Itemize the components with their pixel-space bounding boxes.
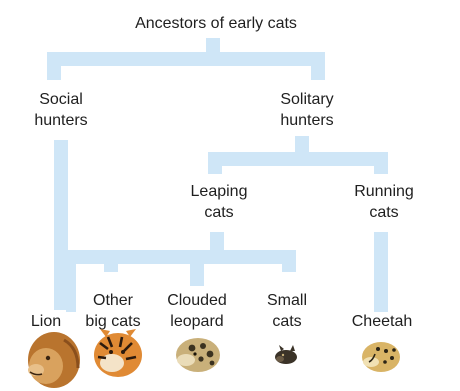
tiger-head-icon — [94, 329, 142, 377]
cheetah-head-icon — [362, 342, 400, 372]
small-cat-head-icon — [275, 345, 297, 364]
species-clouded-leopard: Clouded leopard — [167, 290, 227, 332]
branch-social-stem — [47, 52, 61, 80]
branch-solitary-lower-stem — [295, 136, 309, 152]
lion-head-icon — [28, 332, 80, 388]
group-solitary-line-2: hunters — [280, 110, 333, 131]
group-leaping-line-1: Leaping — [191, 181, 248, 202]
branch-leaping-lower-stem — [210, 232, 224, 250]
branch-small-cats-stem — [282, 250, 296, 272]
branch-solitary-bar — [208, 152, 388, 166]
group-social-line-2: hunters — [34, 110, 87, 131]
group-running-line-2: cats — [354, 202, 414, 223]
group-leaping-cats: Leaping cats — [191, 181, 248, 223]
group-solitary-hunters: Solitary hunters — [280, 89, 333, 131]
species-other-big-cats: Other big cats — [85, 290, 140, 332]
species-clouded-leopard-line-2: leopard — [167, 311, 227, 332]
branch-lion-line — [54, 140, 68, 310]
group-social-hunters: Social hunters — [34, 89, 87, 131]
branch-root-bar — [47, 52, 325, 66]
species-lion: Lion — [31, 290, 61, 332]
species-other-big-cats-line-1: Other — [85, 290, 140, 311]
diagram-title: Ancestors of early cats — [135, 13, 297, 34]
clouded-leopard-head-icon — [176, 338, 220, 372]
species-other-big-cats-line-2: big cats — [85, 311, 140, 332]
species-small-cats: Small cats — [267, 290, 307, 332]
species-small-cats-line-2: cats — [267, 311, 307, 332]
group-leaping-line-2: cats — [191, 202, 248, 223]
branch-big-cats-line — [66, 250, 76, 312]
branch-root-stem — [206, 38, 220, 52]
species-lion-line-1 — [31, 290, 61, 311]
branch-leaping-stem — [208, 152, 222, 174]
branch-other-big-cats-stem — [104, 250, 118, 272]
group-running-cats: Running cats — [354, 181, 414, 223]
group-running-line-1: Running — [354, 181, 414, 202]
tree-branches — [47, 38, 388, 312]
species-cheetah: Cheetah — [352, 290, 413, 332]
branch-solitary-stem — [311, 52, 325, 80]
group-social-line-1: Social — [34, 89, 87, 110]
species-lion-line-2: Lion — [31, 311, 61, 332]
group-solitary-line-1: Solitary — [280, 89, 333, 110]
species-cheetah-line-1 — [352, 290, 413, 311]
species-cheetah-line-2: Cheetah — [352, 311, 413, 332]
branch-clouded-stem — [190, 250, 204, 286]
branch-running-stem — [374, 152, 388, 174]
species-small-cats-line-1: Small — [267, 290, 307, 311]
species-clouded-leopard-line-1: Clouded — [167, 290, 227, 311]
branch-leaping-bar — [66, 250, 296, 264]
